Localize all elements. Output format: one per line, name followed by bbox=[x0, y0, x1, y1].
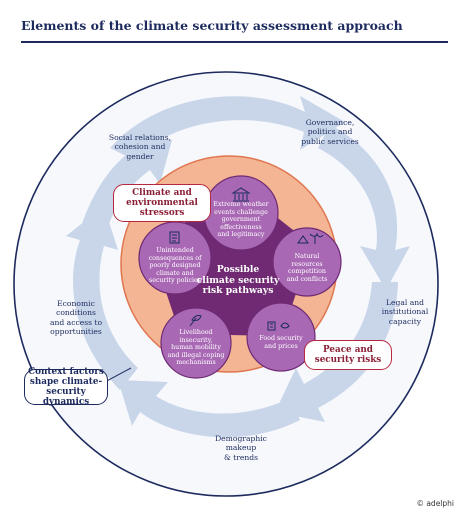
natural-resources-icon bbox=[297, 232, 324, 244]
pathway-nodes bbox=[138, 175, 342, 379]
node-livelihood bbox=[160, 307, 232, 379]
node-unintended bbox=[138, 221, 212, 295]
node-text-natural-resources: Natural resources competition and confli… bbox=[286, 253, 328, 283]
arrow-right bbox=[275, 282, 398, 422]
node-text-food-security: Food security and prices bbox=[259, 335, 303, 350]
label-social: Social relations, cohesion and gender bbox=[108, 133, 172, 161]
node-text-unintended: Unintended consequences of poorly design… bbox=[148, 247, 202, 284]
policy-document-icon bbox=[169, 231, 180, 244]
label-governance: Governance, politics and public services bbox=[301, 118, 359, 146]
title-rule bbox=[21, 41, 448, 43]
arrow-bottom bbox=[118, 380, 300, 438]
context-factors-box: Context factors shape climate- security … bbox=[24, 367, 108, 407]
stressors-box: Climate and environmental stressors bbox=[113, 184, 211, 222]
node-text-livelihood: Livelihood insecurity, human mobility an… bbox=[167, 329, 225, 366]
label-legal: Legal and institutional capacity bbox=[381, 298, 429, 326]
arrow-left bbox=[66, 206, 138, 390]
node-text-government: Extreme weather events challenge governm… bbox=[213, 201, 269, 238]
label-economic: Economic conditions and access to opport… bbox=[49, 299, 103, 337]
arrow-top bbox=[110, 96, 345, 160]
livelihood-icon bbox=[189, 315, 202, 327]
food-prices-icon bbox=[267, 321, 290, 331]
node-food-security bbox=[246, 302, 316, 372]
peace-risks-box: Peace and security risks bbox=[304, 340, 392, 370]
government-building-icon bbox=[231, 187, 251, 202]
diagram-title: Elements of the climate security assessm… bbox=[21, 18, 403, 33]
center-label: Possible climate security risk pathways bbox=[196, 264, 280, 297]
node-natural-resources bbox=[272, 227, 342, 297]
arrow-right-top bbox=[318, 125, 410, 290]
copyright-text: © adelphi bbox=[416, 499, 454, 508]
label-demographic: Demographic makeup & trends bbox=[215, 434, 267, 462]
